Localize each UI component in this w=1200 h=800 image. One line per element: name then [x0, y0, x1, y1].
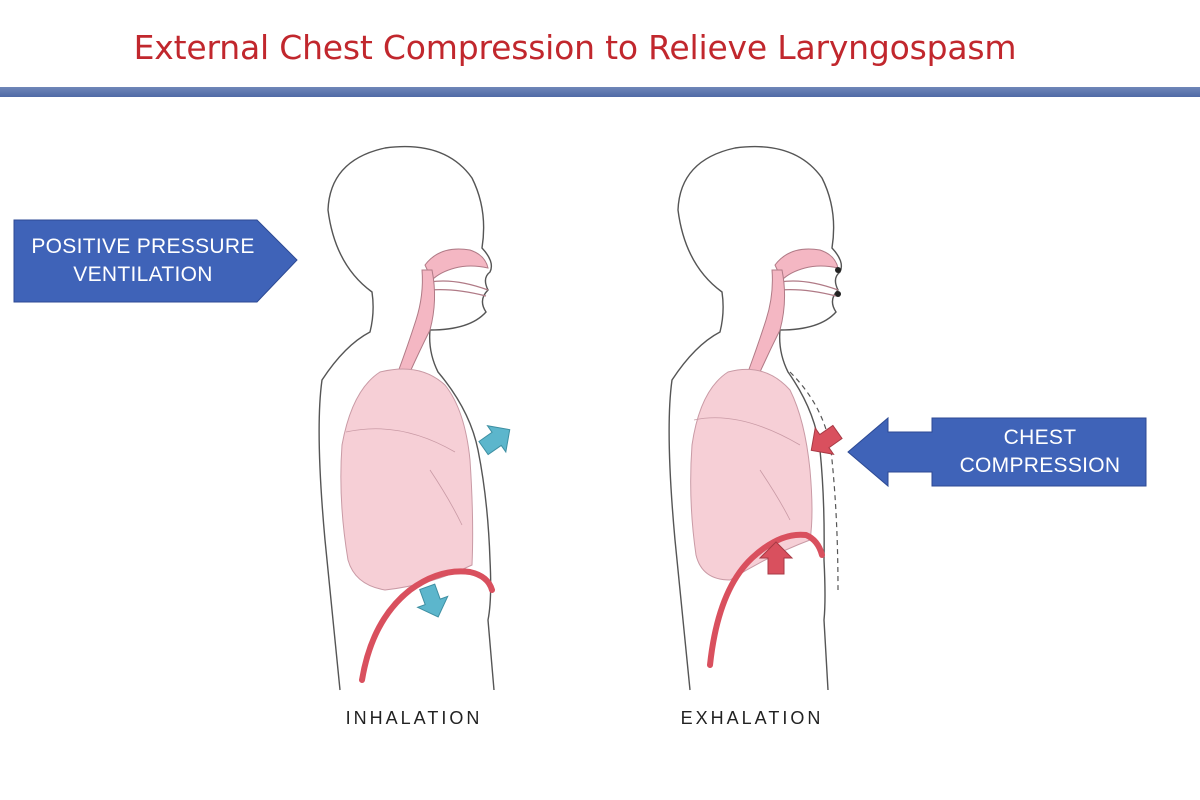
ventilation-callout-label: POSITIVE PRESSURE VENTILATION	[18, 233, 268, 289]
compression-line-2: COMPRESSION	[959, 454, 1121, 477]
compression-line-1: CHEST	[1003, 426, 1077, 449]
diaphragm	[707, 531, 825, 668]
page-title: External Chest Compression to Relieve La…	[133, 28, 1017, 67]
ventilation-callout	[13, 219, 298, 303]
trachea	[747, 269, 786, 373]
compression-callout	[847, 416, 1147, 488]
compression-callout-label: CHEST COMPRESSION	[936, 424, 1144, 480]
inhalation-figure	[318, 145, 520, 691]
body-outline	[318, 145, 495, 691]
teal-arrow-icon	[473, 416, 520, 462]
ventilation-line-1: POSITIVE PRESSURE	[31, 235, 255, 258]
inhalation-caption: INHALATION	[345, 708, 483, 728]
title-rule	[0, 87, 1200, 97]
lung	[340, 368, 474, 591]
body-outline	[668, 145, 843, 691]
upper-airway	[774, 248, 839, 281]
lung	[690, 368, 813, 581]
exhalation-caption: EXHALATION	[680, 708, 824, 728]
diaphragm	[359, 568, 495, 683]
ventilation-line-2: VENTILATION	[73, 263, 213, 286]
upper-airway	[424, 248, 489, 281]
exhalation-figure	[668, 145, 848, 691]
resting-chest-line	[789, 371, 839, 591]
trachea	[397, 269, 436, 373]
